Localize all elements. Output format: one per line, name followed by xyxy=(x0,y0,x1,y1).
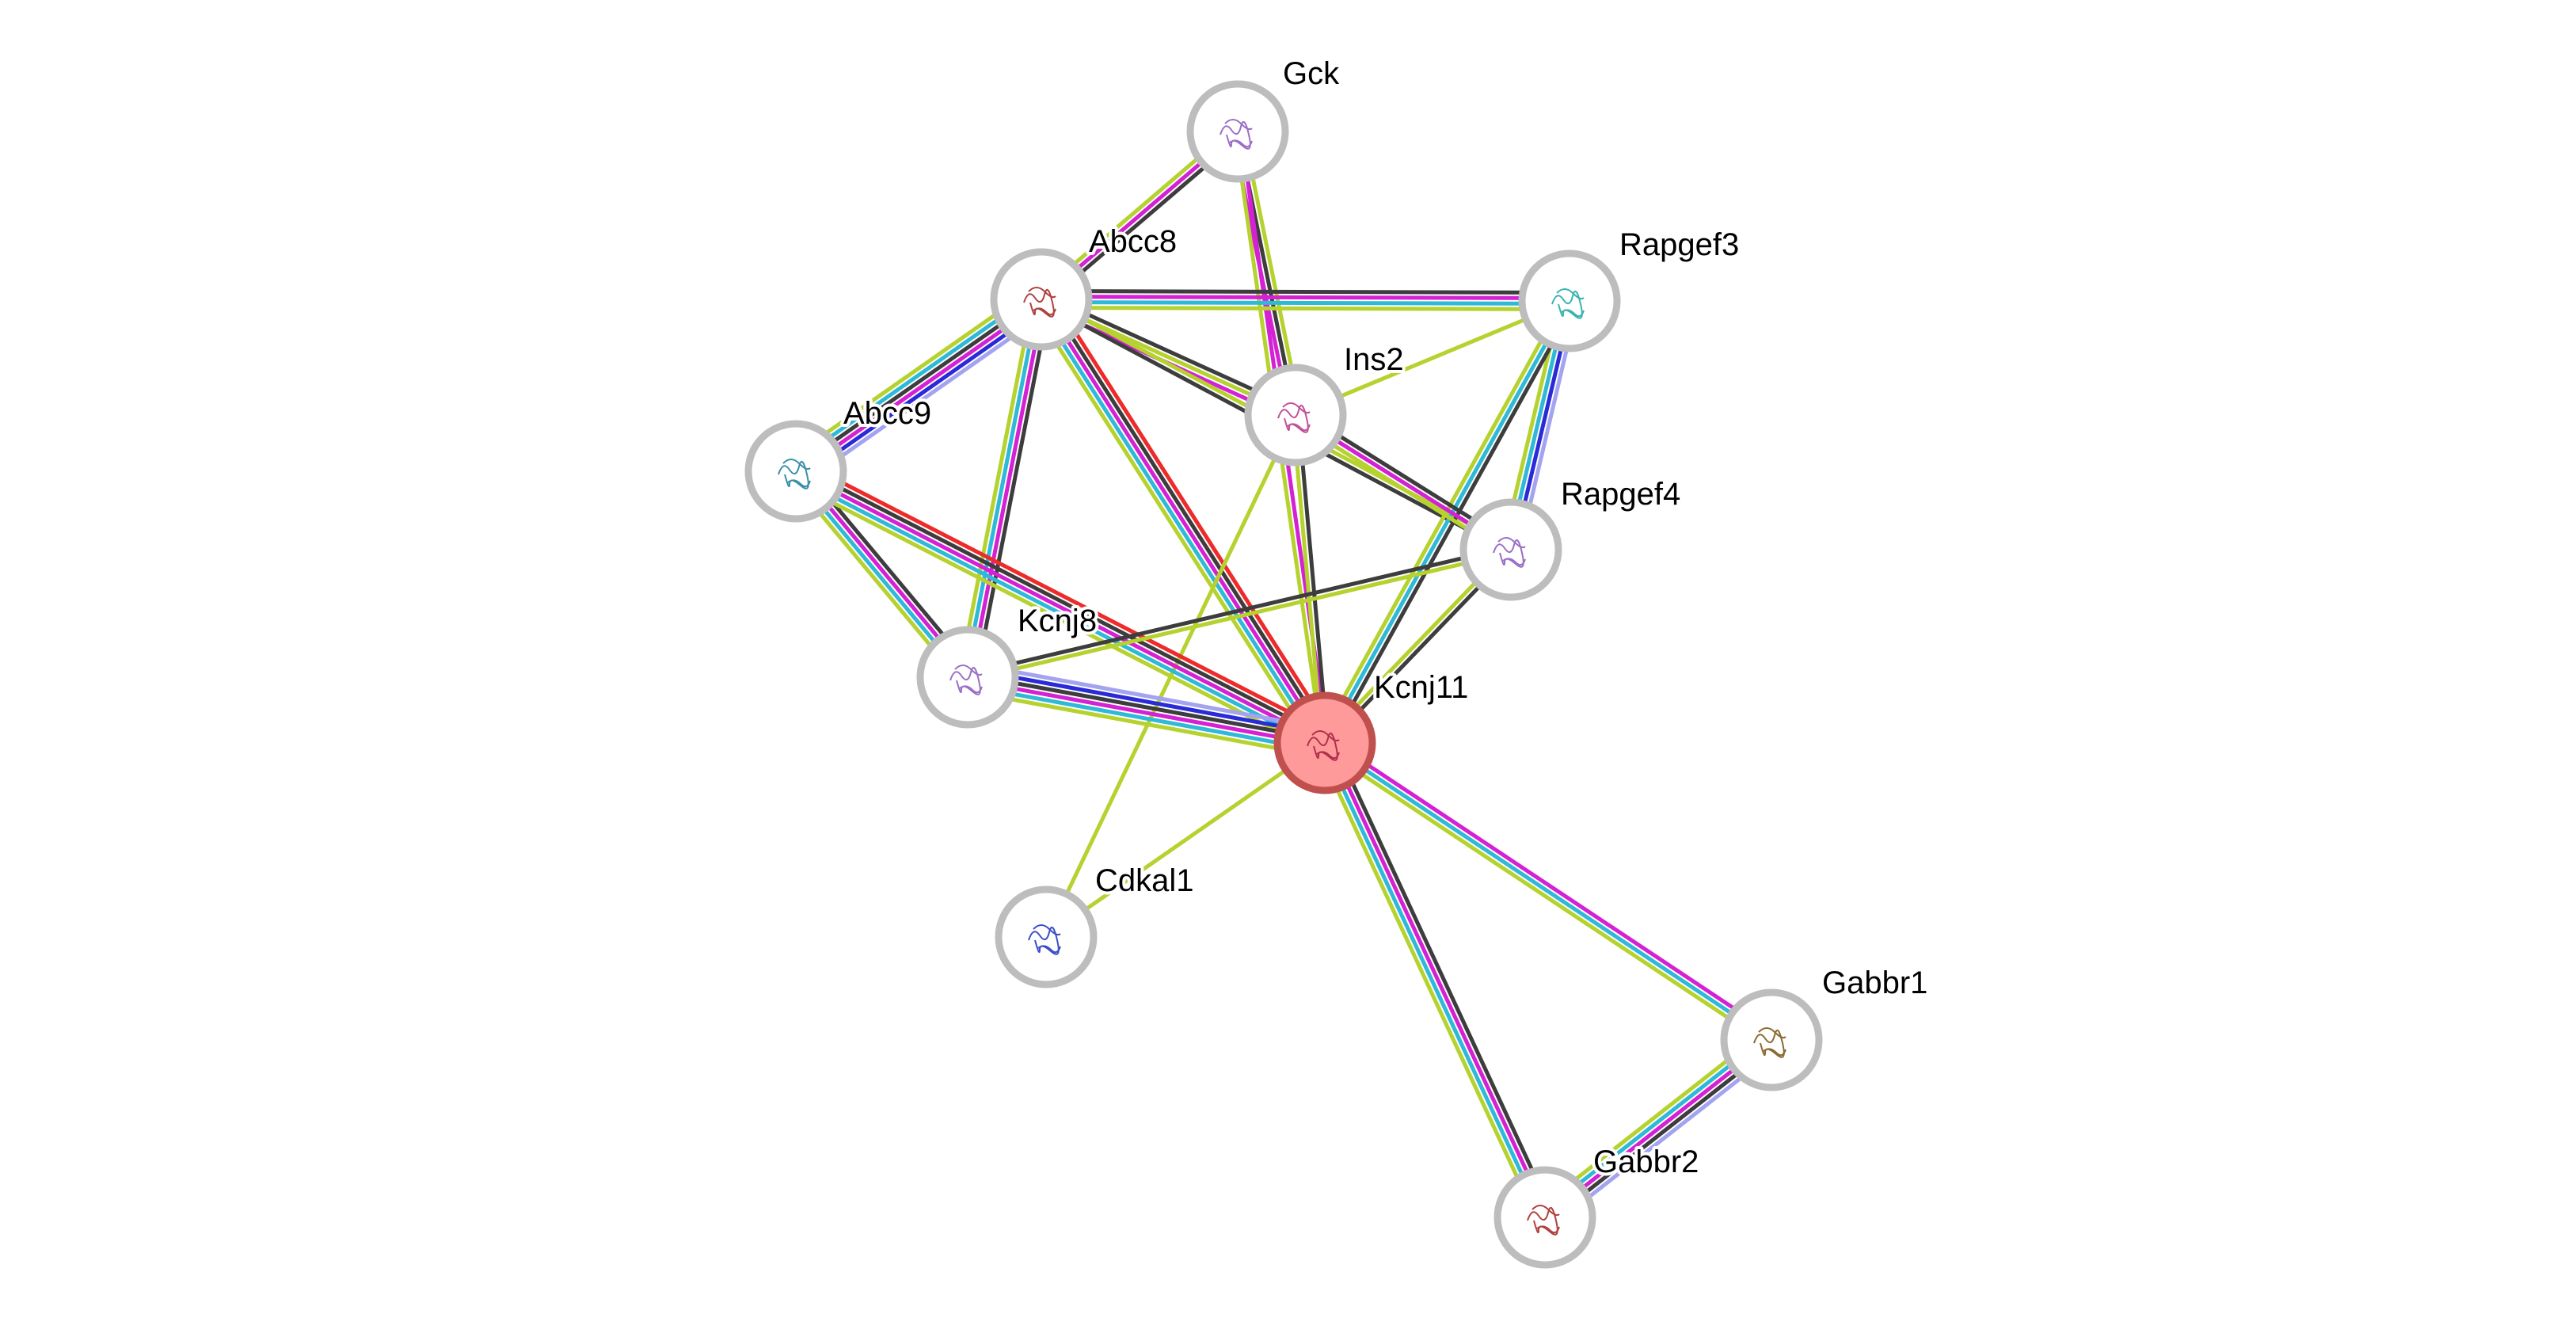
node-circle[interactable] xyxy=(990,248,1093,351)
evidence-line-lime xyxy=(1041,305,1570,311)
evidence-line-lime xyxy=(1030,304,1318,750)
node-label-cdkal1: Cdkal1 xyxy=(1095,863,1194,898)
evidence-line-magenta xyxy=(1325,741,1550,1217)
node-circle[interactable] xyxy=(1244,364,1347,467)
node-circle[interactable] xyxy=(1273,691,1376,794)
evidence-line-lime xyxy=(1315,745,1539,1222)
node-circle[interactable] xyxy=(1459,498,1562,601)
node-abcc9[interactable]: Abcc9 xyxy=(744,393,934,523)
node-label-ins2: Ins2 xyxy=(1344,342,1404,377)
node-circle[interactable] xyxy=(916,626,1019,729)
node-label-kcnj8: Kcnj8 xyxy=(1018,604,1097,638)
evidence-line-cyan xyxy=(1320,743,1545,1220)
evidence-line-red xyxy=(1048,292,1336,738)
evidence-line-cyan xyxy=(1322,299,1572,745)
evidence-line-black xyxy=(968,672,1326,743)
node-kcnj11[interactable]: Kcnj11 xyxy=(1273,667,1471,794)
evidence-line-black xyxy=(966,545,1511,677)
edge-abcc8-rapgef3[interactable] xyxy=(1041,289,1570,311)
protein-structure-icon xyxy=(1551,288,1585,319)
node-label-gck: Gck xyxy=(1283,56,1340,91)
edge-ins2-kcnj11[interactable] xyxy=(1291,414,1330,744)
protein-structure-icon xyxy=(1307,730,1340,761)
node-label-rapgef4: Rapgef4 xyxy=(1561,477,1680,512)
node-rapgef3[interactable]: Rapgef3 xyxy=(1518,224,1742,352)
node-circle[interactable] xyxy=(1720,988,1823,1091)
evidence-line-lime xyxy=(1291,415,1325,744)
evidence-line-blue xyxy=(968,667,1327,737)
edge-rapgef4-kcnj8[interactable] xyxy=(966,545,1512,682)
node-gabbr1[interactable]: Gabbr1 xyxy=(1720,962,1931,1091)
evidence-line-magenta xyxy=(968,299,1046,679)
node-label-gabbr2: Gabbr2 xyxy=(1593,1144,1699,1179)
evidence-line-black xyxy=(1041,289,1570,295)
node-gck[interactable]: Gck xyxy=(1186,53,1343,183)
evidence-line-magenta xyxy=(1041,295,1570,301)
evidence-line-lime xyxy=(790,479,1321,755)
evidence-line-magenta xyxy=(1039,298,1327,745)
protein-structure-icon xyxy=(949,665,983,695)
evidence-line-cyan xyxy=(965,683,1324,753)
evidence-line-lime xyxy=(957,297,1036,676)
protein-structure-icon xyxy=(778,459,811,489)
protein-structure-icon xyxy=(1527,1205,1560,1236)
edge-kcnj8-kcnj11[interactable] xyxy=(965,661,1328,759)
node-label-abcc8: Abcc8 xyxy=(1089,224,1177,259)
evidence-line-cyan xyxy=(1041,299,1570,306)
node-gabbr2[interactable]: Gabbr2 xyxy=(1493,1141,1702,1269)
node-abcc8[interactable]: Abcc8 xyxy=(990,221,1180,351)
node-kcnj8[interactable]: Kcnj8 xyxy=(916,600,1100,729)
protein-structure-icon xyxy=(1220,119,1253,150)
node-circle[interactable] xyxy=(744,420,847,523)
edge-kcnj11-cdkal1[interactable] xyxy=(1044,741,1326,939)
node-rapgef4[interactable]: Rapgef4 xyxy=(1459,474,1684,601)
edge-kcnj11-gabbr1[interactable] xyxy=(1320,737,1776,1046)
evidence-line-lime xyxy=(1318,297,1567,741)
edge-abcc8-kcnj11[interactable] xyxy=(1030,292,1336,750)
evidence-line-lime xyxy=(786,286,1035,462)
evidence-line-lime xyxy=(1044,741,1326,939)
node-label-abcc9: Abcc9 xyxy=(843,396,931,431)
evidence-line-lavender xyxy=(969,661,1328,732)
protein-structure-icon xyxy=(1028,924,1061,955)
evidence-line-magenta xyxy=(966,677,1325,748)
node-cdkal1[interactable]: Cdkal1 xyxy=(995,860,1197,988)
protein-structure-icon xyxy=(1277,402,1311,433)
evidence-line-lime xyxy=(965,688,1323,759)
edge-abcc9-kcnj11[interactable] xyxy=(790,459,1331,755)
evidence-line-black xyxy=(1330,738,1554,1215)
protein-structure-icon xyxy=(1023,287,1056,318)
evidence-line-cyan xyxy=(1323,741,1773,1042)
evidence-line-lime xyxy=(968,550,1512,682)
evidence-line-magenta xyxy=(794,469,1326,745)
node-label-kcnj11: Kcnj11 xyxy=(1374,670,1468,705)
evidence-line-black xyxy=(797,464,1329,740)
evidence-line-cyan xyxy=(1034,301,1322,748)
evidence-line-black xyxy=(1044,295,1332,741)
edge-kcnj11-gabbr2[interactable] xyxy=(1315,738,1554,1222)
evidence-line-cyan xyxy=(792,474,1323,750)
node-circle[interactable] xyxy=(1186,80,1289,183)
protein-structure-icon xyxy=(1493,537,1526,568)
node-label-gabbr1: Gabbr1 xyxy=(1822,965,1927,1000)
node-circle[interactable] xyxy=(1493,1166,1596,1269)
evidence-line-cyan xyxy=(963,298,1041,677)
evidence-line-black xyxy=(1296,414,1330,743)
node-circle[interactable] xyxy=(995,885,1098,988)
evidence-line-black xyxy=(1327,303,1577,747)
edge-rapgef3-kcnj11[interactable] xyxy=(1318,297,1577,747)
edge-abcc8-kcnj8[interactable] xyxy=(957,297,1052,680)
protein-structure-icon xyxy=(1753,1027,1786,1058)
node-label-rapgef3: Rapgef3 xyxy=(1619,227,1739,262)
evidence-line-lavender xyxy=(802,309,1051,485)
evidence-line-lime xyxy=(1320,745,1770,1046)
evidence-line-magenta xyxy=(1326,737,1776,1038)
node-circle[interactable] xyxy=(1518,249,1621,352)
evidence-line-black xyxy=(973,300,1052,680)
node-ins2[interactable]: Ins2 xyxy=(1244,339,1407,467)
evidence-line-red xyxy=(800,459,1331,735)
